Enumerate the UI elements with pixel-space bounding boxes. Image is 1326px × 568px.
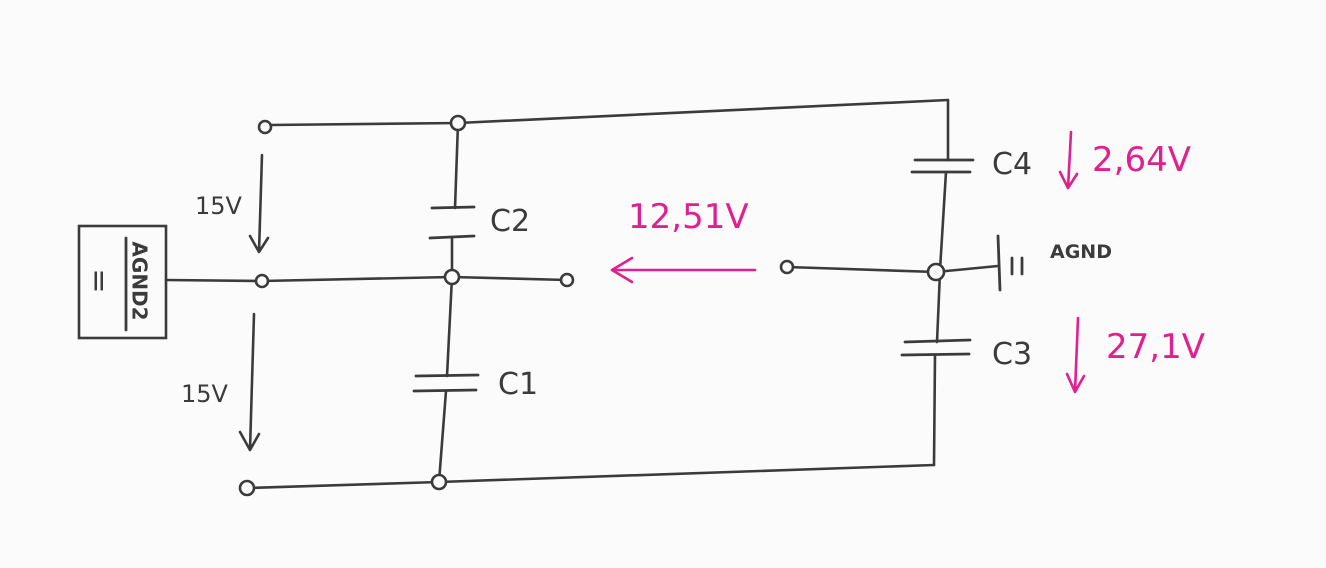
bottom-c1-node bbox=[430, 473, 448, 491]
v-bottom-label: 15V bbox=[181, 380, 228, 408]
c1-plate-top bbox=[414, 373, 480, 378]
mid-c3c4-node bbox=[926, 262, 946, 282]
agnd2-box bbox=[77, 224, 168, 340]
agnd-label: AGND bbox=[1050, 241, 1112, 263]
bottom-left-terminal bbox=[238, 479, 256, 497]
c2-label: C2 bbox=[490, 204, 531, 239]
mid-right-probe-terminal bbox=[779, 259, 795, 275]
mid-voltage-reading: 12,51V bbox=[628, 197, 749, 237]
c3-voltage-reading: 27,1V bbox=[1106, 327, 1205, 367]
top-c2-node bbox=[449, 114, 467, 132]
mid-c1c2-node bbox=[443, 268, 461, 286]
c3-plate-top bbox=[903, 338, 972, 344]
mid-left-probe-terminal bbox=[559, 272, 575, 288]
c4-voltage-arrow bbox=[1058, 130, 1079, 190]
c4-lower-wire bbox=[938, 170, 948, 272]
mid-left-node bbox=[254, 273, 270, 289]
c4-label: C4 bbox=[992, 147, 1033, 182]
c3-voltage-arrow bbox=[1065, 316, 1086, 394]
c1-upper-wire bbox=[445, 275, 454, 378]
bottom-rail-wire bbox=[246, 463, 936, 490]
agnd2-source-symbol: = bbox=[81, 268, 117, 294]
top-left-terminal bbox=[257, 119, 273, 135]
agnd2-wire bbox=[164, 278, 264, 283]
v-bottom-arrow bbox=[238, 312, 261, 452]
c4-voltage-reading: 2,64V bbox=[1092, 140, 1191, 180]
top-rail-wire bbox=[268, 98, 950, 127]
mid-rail-left-wire bbox=[260, 275, 569, 283]
mid-rail-right-wire bbox=[785, 264, 1000, 274]
c1-label: C1 bbox=[498, 367, 539, 402]
agnd2-label: AGND2 bbox=[127, 241, 152, 321]
agnd-bar bbox=[996, 234, 1002, 292]
v-top-arrow bbox=[248, 153, 270, 254]
c3-label: C3 bbox=[992, 337, 1033, 372]
c3-upper-wire bbox=[935, 270, 942, 344]
c2-plate-top bbox=[430, 205, 476, 210]
c2-upper-wire bbox=[453, 121, 460, 210]
c1-lower-wire bbox=[437, 389, 448, 484]
v-top-label: 15V bbox=[195, 192, 242, 220]
mid-voltage-arrow bbox=[610, 256, 757, 284]
c3-lower-wire bbox=[932, 353, 937, 467]
